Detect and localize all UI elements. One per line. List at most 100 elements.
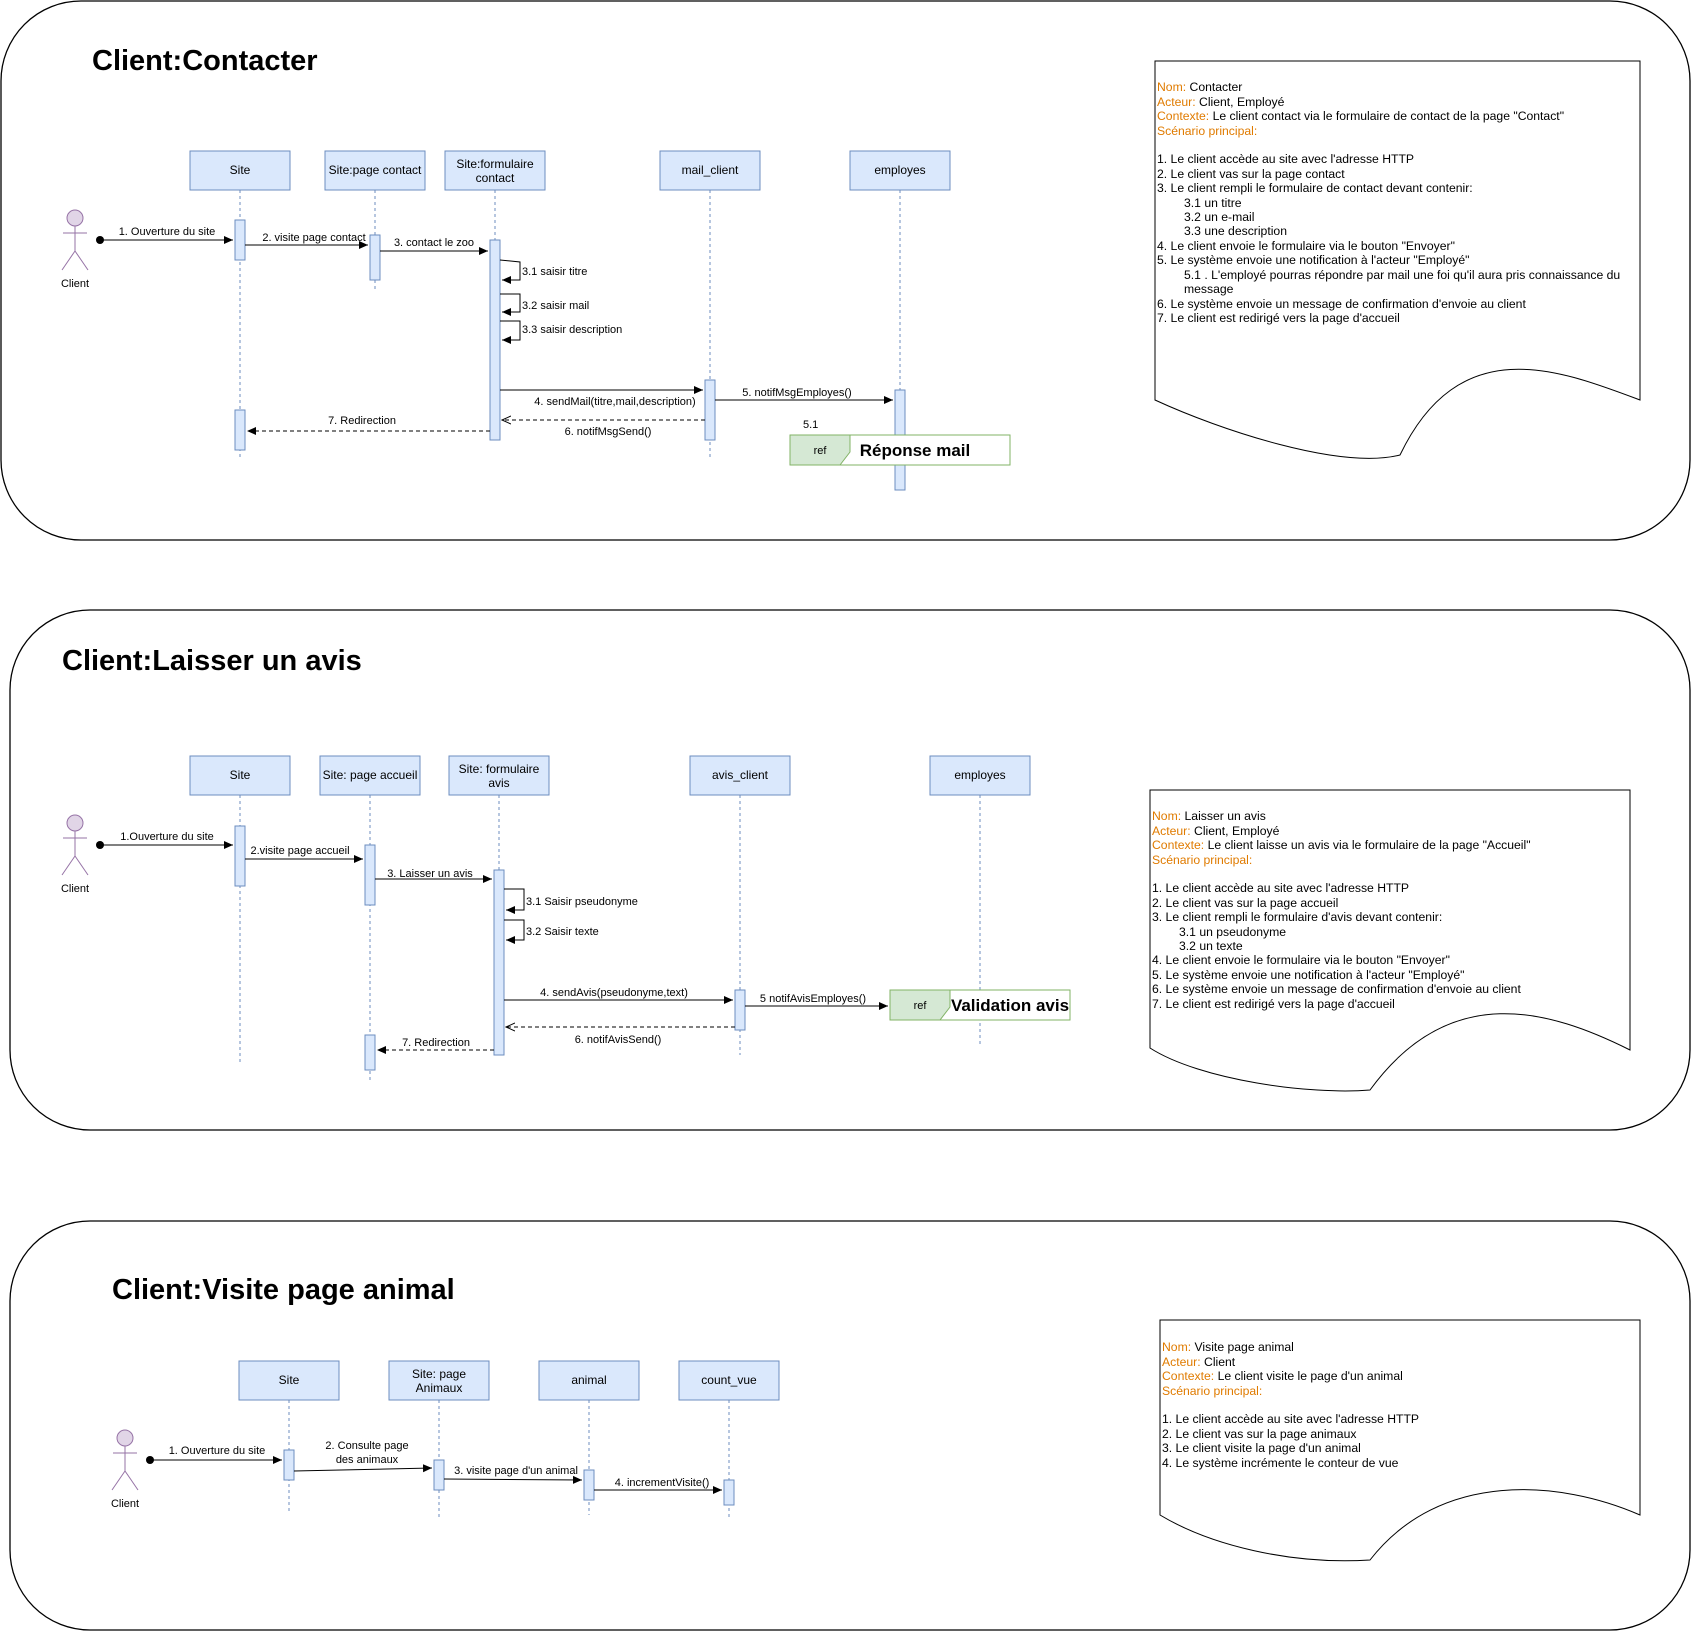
activation [704,379,716,441]
note-step: 6. Le système envoie un message de confi… [1157,296,1526,311]
lifeline-employes: employes [929,755,1031,1045]
diagram-visite-animal: Client:Visite page animal Client Site Si… [9,1220,1691,1631]
lifeline-site: Site [189,150,291,458]
activation [369,234,381,281]
activation [364,1034,376,1071]
lifeline-label-line2: contact [476,171,515,185]
svg-text:3.1 saisir titre: 3.1 saisir titre [522,266,587,278]
activation [283,1449,295,1481]
message-6-return: 6. notifAvisSend() [506,1027,735,1046]
note-shape [1159,1319,1641,1562]
note-step: 3. Le client visite la page d'un animal [1162,1441,1361,1456]
lifeline-label: Site [279,1373,300,1387]
note-step: 5. Le système envoie une notification à … [1157,253,1470,268]
svg-text:7. Redirection: 7. Redirection [328,415,396,427]
lifeline-site: Site [238,1360,340,1512]
lifeline-page-animaux: Site: page Animaux [388,1360,490,1520]
svg-text:3.2 Saisir texte: 3.2 Saisir texte [526,926,599,938]
lifeline-label: Site: page accueil [323,768,418,782]
lifeline-site: Site [189,755,291,1062]
frame-visite-animal [9,1220,1691,1631]
self-message-3-2: 3.2 Saisir texte [504,919,599,944]
message-1: 1. Ouverture du site [146,1445,282,1464]
lifeline-avis-client: avis_client [689,755,791,1055]
actor-label: Client [111,1498,139,1510]
diagram-contacter: Client:Contacter Client Site Site:page c… [0,0,1691,541]
svg-text:3. Laisser un avis: 3. Laisser un avis [387,868,473,880]
note-step: 3.1 un pseudonyme [1179,924,1287,939]
svg-text:1.Ouverture du site: 1.Ouverture du site [120,831,214,843]
lifeline-formulaire-avis: Site: formulaire avis [448,755,550,1055]
ref-validation-avis: ref Validation avis [889,989,1071,1021]
note-step: 3.2 un texte [1179,939,1243,954]
lifeline-label: avis_client [712,768,769,782]
note-nom: Nom: Contacter [1157,80,1243,95]
ref-name: Validation avis [951,996,1069,1015]
message-7-return: 7. Redirection [377,1037,494,1054]
diagram-title: Client:Contacter [92,45,318,77]
svg-text:3.2 saisir mail: 3.2 saisir mail [522,300,589,312]
svg-text:3. visite page d'un animal: 3. visite page d'un animal [454,1465,578,1477]
activation [234,409,246,451]
activation [489,239,501,441]
message-4: 4. sendAvis(pseudonyme,text) [504,987,733,1004]
note-step: 1. Le client accède au site avec l'adres… [1152,881,1410,896]
message-2: 2. visite page contact [245,232,368,249]
note-step: 4. Le client envoie le formulaire via le… [1152,953,1450,968]
lifeline-label: count_vue [701,1373,757,1387]
lifeline-animal: animal [538,1360,640,1515]
note-step: 5.1 . L'employé pourras répondre par mai… [1184,267,1621,282]
note-step: message [1184,282,1234,297]
message-4: 4. sendMail(titre,mail,description) [500,386,703,408]
actor-client: Client [61,209,89,290]
activation [234,219,246,261]
lifeline-page-accueil: Site: page accueil [319,755,421,1080]
note-step: 4. Le client envoie le formulaire via le… [1157,238,1455,253]
actor-label: Client [61,278,89,290]
actor-client: Client [111,1429,139,1510]
note-step: 3. Le client rempli le formulaire d'avis… [1152,910,1443,925]
svg-text:2.visite page accueil: 2.visite page accueil [250,845,349,857]
note-step: 2. Le client vas sur la page accueil [1152,895,1339,910]
lifeline-label-line1: Site:formulaire [456,157,534,171]
diagram-title: Client:Visite page animal [112,1274,455,1306]
lifeline-label: Site [230,163,251,177]
ref-tag: ref [914,1000,928,1012]
note-step: 1. Le client accède au site avec l'adres… [1157,152,1415,167]
lifeline-label-line1: Site: page [412,1367,466,1381]
svg-text:5 notifAvisEmployes(): 5 notifAvisEmployes() [760,993,866,1005]
activation [734,989,746,1031]
message-label-line2: des animaux [336,1454,399,1466]
note-scenario-label: Scénario principal: [1157,123,1258,138]
svg-text:4. incrementVisite(): 4. incrementVisite() [615,1477,710,1489]
activation [433,1459,445,1491]
note-step: 3. Le client rempli le formulaire de con… [1157,181,1473,196]
svg-text:4. sendMail(titre,mail,descrip: 4. sendMail(titre,mail,description) [534,396,695,408]
note-step: 3.2 un e-mail [1184,210,1255,225]
message-4: 4. incrementVisite() [594,1477,722,1494]
lifeline-label: employes [954,768,1005,782]
svg-text:3. contact le zoo: 3. contact le zoo [394,237,474,249]
self-message-3-1: 3.1 Saisir pseudonyme [504,888,638,914]
note-scenario-label: Scénario principal: [1162,1383,1263,1398]
svg-text:3.3 saisir description: 3.3 saisir description [522,324,622,336]
message-1: 1. Ouverture du site [96,226,233,244]
message-2: 2. Consulte page des animaux [293,1440,433,1473]
lifeline-label-line2: avis [488,776,509,790]
svg-text:6. notifAvisSend(): 6. notifAvisSend() [575,1034,662,1046]
note-step: 6. Le système envoie un message de confi… [1152,982,1521,997]
note-step: 3.3 une description [1184,224,1287,239]
note-step: 7. Le client est redirigé vers la page d… [1157,310,1400,325]
actor-label: Client [61,883,89,895]
note-contexte: Contexte: Le client laisse un avis via l… [1152,838,1531,853]
lifeline-label-line2: Animaux [416,1381,463,1395]
activation [723,1479,735,1506]
svg-text:1. Ouverture du site: 1. Ouverture du site [119,226,216,238]
lifeline-label: Site [230,768,251,782]
message-3: 3. visite page d'un animal [443,1465,583,1484]
lifeline-mail-client: mail_client [659,150,761,458]
note-step: 5. Le système envoie une notification à … [1152,967,1465,982]
